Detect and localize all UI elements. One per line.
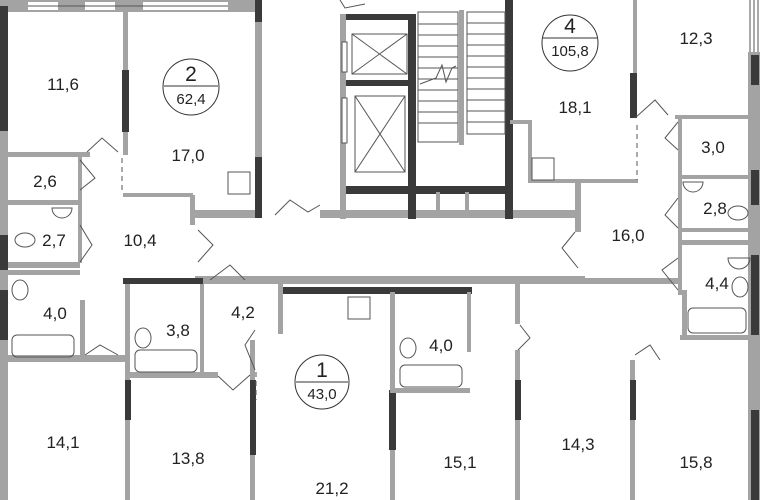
room-area: 15,8: [679, 453, 712, 472]
room-area: 4,2: [231, 303, 255, 322]
room-area: 18,1: [558, 98, 591, 117]
apartment-area: 62,4: [176, 91, 205, 108]
room-area: 16,0: [611, 226, 644, 245]
room-area: 3,8: [166, 321, 190, 340]
room-area: 15,1: [443, 453, 476, 472]
apartment-number: 4: [564, 15, 576, 38]
room-area: 10,4: [123, 231, 156, 250]
room-area: 2,8: [703, 199, 727, 218]
apartment-markers: 2 62,4 4 105,8 1 43,0: [162, 14, 599, 410]
room-labels: 11,6 17,0 2,6 2,7 10,4 4,0 3,8 4,2 4,0 1…: [33, 29, 729, 498]
apartment-number: 2: [185, 63, 197, 86]
apartment-4-marker[interactable]: 4 105,8: [541, 14, 599, 72]
apartment-area: 105,8: [551, 43, 589, 60]
stairs: [417, 10, 506, 145]
apartment-area: 43,0: [307, 386, 336, 403]
room-area: 4,0: [429, 336, 453, 355]
doors: [79, 0, 679, 400]
room-area: 14,3: [561, 435, 594, 454]
apartment-2-marker[interactable]: 2 62,4: [162, 58, 220, 116]
room-area: 3,0: [701, 138, 725, 157]
room-area: 4,0: [43, 304, 67, 323]
fixtures: [11, 157, 751, 388]
room-area: 21,2: [315, 479, 348, 498]
apartment-1-marker[interactable]: 1 43,0: [294, 354, 350, 410]
room-area: 11,6: [47, 75, 79, 94]
room-area: 4,4: [705, 274, 729, 293]
apartment-number: 1: [316, 359, 328, 382]
room-area: 14,1: [46, 433, 79, 452]
room-area: 2,7: [42, 231, 66, 250]
room-area: 13,8: [171, 449, 204, 468]
room-area: 17,0: [171, 146, 204, 165]
room-area: 12,3: [679, 29, 712, 48]
room-area: 2,6: [33, 172, 57, 191]
